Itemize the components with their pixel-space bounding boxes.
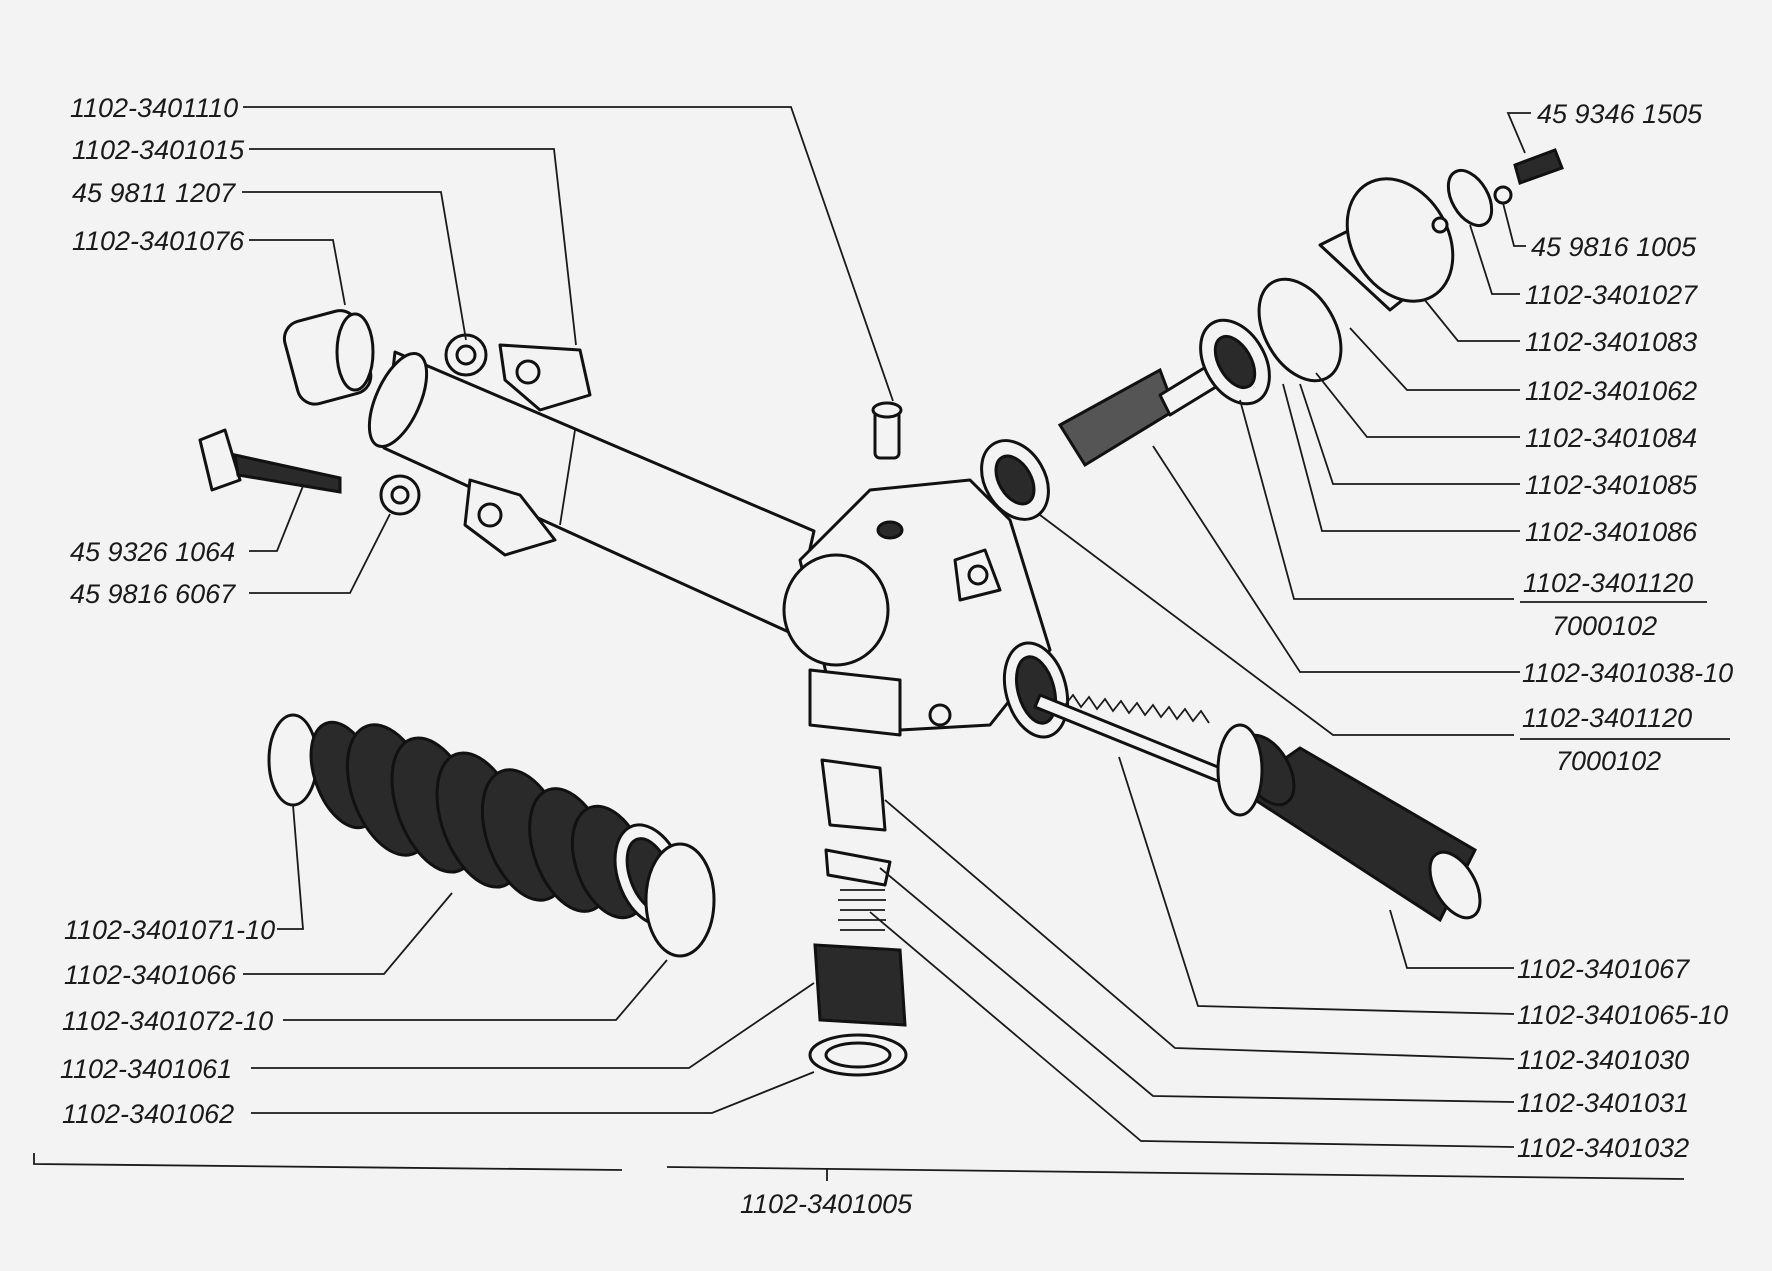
pinion-gear [1057,367,1177,468]
valve-body-cap [782,553,890,667]
rack-teeth [1064,693,1210,724]
valve-lower-boss [808,668,902,737]
labels-left: 1102-3401110 1102-3401015 45 9811 1207 1… [60,93,913,1219]
right-boot-clamp [1216,723,1264,817]
part-label: 1102-3401076 [72,226,245,256]
part-label: 1102-3401061 [60,1054,232,1084]
part-label: 45 9346 1505 [1537,99,1703,129]
plunger-stack [808,758,908,1077]
left-boot [267,713,716,958]
part-label: 1102-3401084 [1525,423,1697,453]
part-label: 1102-3401015 [72,135,245,165]
spring-3401032 [838,889,886,931]
housing-tube [382,350,816,635]
left-fasteners [198,309,488,516]
mounting-lug-upper [498,343,592,412]
valve-port [876,520,904,540]
steering-housing [367,343,1070,739]
part-label: 7000102 [1556,746,1661,776]
bolt-9346-1505 [1513,148,1564,185]
pad-3401031 [824,848,892,887]
cover-cap [1446,169,1494,227]
part-label: 45 9816 1005 [1531,232,1697,262]
part-label: 45 9326 1064 [70,537,235,567]
part-label: 45 9816 6067 [70,579,236,609]
part-label: 1102-3401120 [1523,568,1693,598]
fitting-3401110 [871,401,903,460]
right-boot [1216,723,1482,923]
part-label: 1102-3401086 [1525,517,1698,547]
part-label: 7000102 [1552,611,1657,641]
part-label: 1102-3401032 [1517,1133,1689,1163]
part-label: 1102-3401071-10 [64,915,275,945]
leader-lines [33,106,1730,1181]
washer-9816-1005 [1493,185,1513,205]
bolt-head [198,428,242,492]
part-label: 1102-3401038-10 [1522,658,1733,688]
part-label: 1102-3401085 [1525,470,1698,500]
housing-tube-end [367,351,429,449]
part-label: 1102-3401072-10 [62,1006,273,1036]
assembly-bracket-left [33,1153,623,1171]
assembly-label: 1102-3401005 [740,1189,913,1219]
part-label: 1102-3401030 [1517,1045,1689,1075]
assembly-bracket-right [666,1166,1685,1180]
boot-clamp-right [644,842,716,958]
part-label: 45 9811 1207 [72,178,236,208]
part-label: 1102-3401062 [1525,376,1697,406]
bolt-thread [233,453,342,494]
part-label: 1102-3401110 [70,93,238,123]
seal-ring [1257,277,1343,383]
part-label: 1102-3401067 [1517,954,1690,984]
part-label: 1102-3401120 [1522,703,1692,733]
plunger-3401030 [820,758,887,832]
part-label: 1102-3401083 [1525,327,1697,357]
part-label: 1102-3401066 [64,960,237,990]
part-label: 1102-3401065-10 [1517,1000,1728,1030]
mounting-lug-lower [463,478,557,557]
cover-flange [1345,177,1455,303]
part-label: 1102-3401062 [62,1099,234,1129]
labels-right: 45 9346 1505 45 9816 1005 1102-3401027 1… [1517,99,1733,1163]
part-label: 1102-3401027 [1525,280,1698,310]
part-label: 1102-3401031 [1517,1088,1689,1118]
plug-3401061 [813,943,907,1027]
pinion-assembly [980,148,1564,521]
